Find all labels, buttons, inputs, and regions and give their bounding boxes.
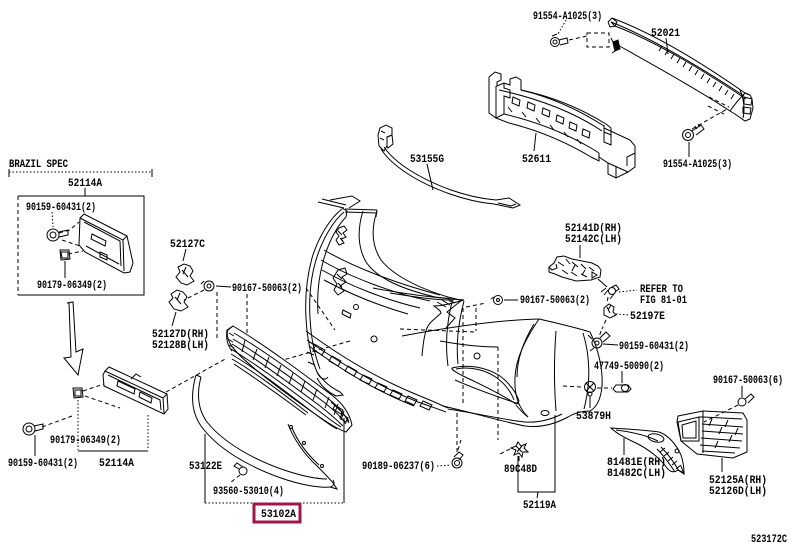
svg-text:90179-06349(2): 90179-06349(2) <box>50 435 121 447</box>
svg-text:90167-50063(6): 90167-50063(6) <box>713 375 783 387</box>
svg-text:52126D(LH): 52126D(LH) <box>709 486 767 498</box>
svg-text:89C48D: 89C48D <box>504 464 537 476</box>
svg-text:52119A: 52119A <box>523 500 556 512</box>
svg-text:81481E(RH): 81481E(RH) <box>607 457 666 469</box>
svg-text:53102A: 53102A <box>261 509 296 521</box>
svg-text:52114A: 52114A <box>68 178 102 190</box>
svg-text:52127D(RH): 52127D(RH) <box>152 329 209 341</box>
svg-text:52142C(LH): 52142C(LH) <box>565 234 622 246</box>
svg-text:90179-06349(2): 90179-06349(2) <box>37 280 107 292</box>
svg-text:52128B(LH): 52128B(LH) <box>152 340 209 352</box>
svg-text:52021: 52021 <box>651 28 680 40</box>
svg-text:52114A: 52114A <box>99 458 134 470</box>
svg-text:52141D(RH): 52141D(RH) <box>565 223 622 235</box>
svg-text:52197E: 52197E <box>630 311 665 323</box>
svg-text:52127C: 52127C <box>170 239 205 251</box>
svg-text:90159-60431(2): 90159-60431(2) <box>619 341 689 353</box>
svg-text:53122E: 53122E <box>189 461 222 473</box>
svg-text:90167-50063(2): 90167-50063(2) <box>520 295 590 307</box>
svg-text:52125A(RH): 52125A(RH) <box>709 475 767 487</box>
svg-text:52611: 52611 <box>522 154 551 166</box>
svg-text:90159-60431(2): 90159-60431(2) <box>26 202 96 214</box>
svg-text:90159-60431(2): 90159-60431(2) <box>8 458 78 470</box>
svg-text:91554-A1025(3): 91554-A1025(3) <box>663 159 732 171</box>
svg-text:90167-50063(2): 90167-50063(2) <box>232 283 302 295</box>
svg-text:REFER TO: REFER TO <box>640 284 683 296</box>
svg-text:FIG 81-01: FIG 81-01 <box>640 295 687 307</box>
svg-text:53155G: 53155G <box>410 154 444 166</box>
svg-text:53879H: 53879H <box>576 411 611 423</box>
svg-text:93560-53010(4): 93560-53010(4) <box>213 486 284 498</box>
svg-text:47749-50090(2): 47749-50090(2) <box>594 361 664 373</box>
svg-text:523172C: 523172C <box>751 534 787 546</box>
svg-text:BRAZIL SPEC: BRAZIL SPEC <box>9 159 68 171</box>
svg-text:81482C(LH): 81482C(LH) <box>607 468 666 480</box>
svg-text:90189-06237(6): 90189-06237(6) <box>362 461 435 473</box>
svg-text:91554-A1025(3): 91554-A1025(3) <box>533 11 602 23</box>
